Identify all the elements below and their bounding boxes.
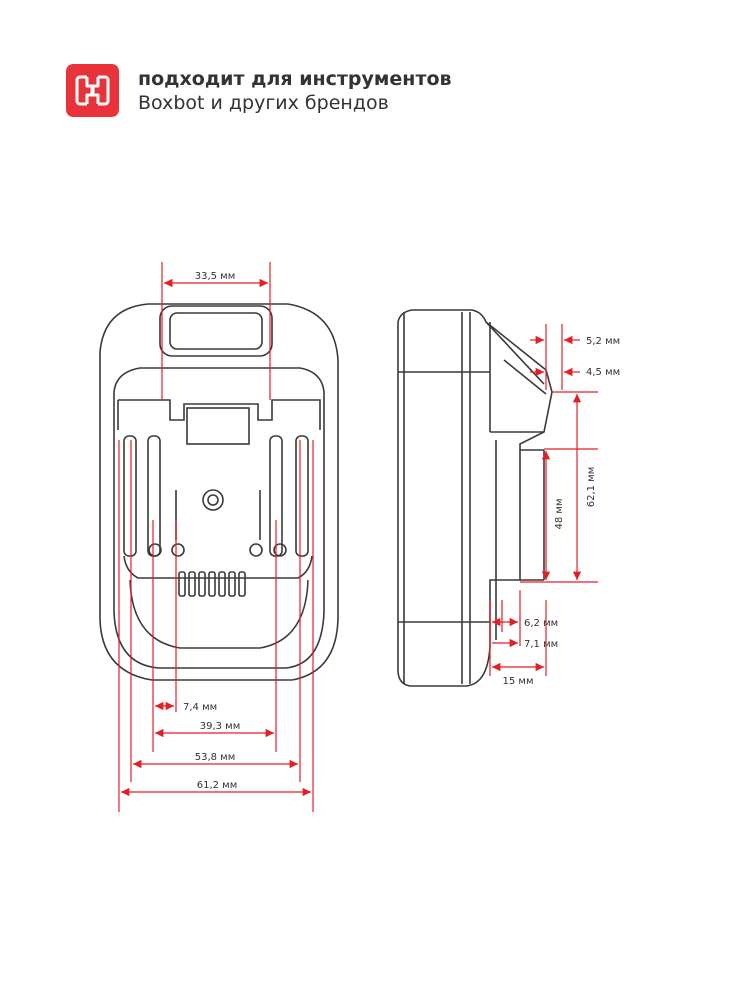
dim-7-4: 7,4 мм <box>183 702 217 713</box>
title-line-2: Boxbot и других брендов <box>138 92 389 114</box>
dim-39-3: 39,3 мм <box>200 721 241 732</box>
boxbot-logo-icon <box>66 64 119 117</box>
dim-4-5: 4,5 мм <box>586 367 620 378</box>
dimension-labels: 33,5 мм 7,4 мм 39,3 мм 53,8 мм 61,2 мм 5… <box>183 271 620 791</box>
dim-15: 15 мм <box>503 676 534 687</box>
dim-53-8: 53,8 мм <box>195 752 236 763</box>
front-dimension-lines <box>118 262 314 812</box>
dim-48: 48 мм <box>554 499 565 530</box>
dim-6-2: 6,2 мм <box>524 618 558 629</box>
front-view <box>99 303 339 681</box>
side-dimension-lines <box>489 324 598 676</box>
dim-33-5: 33,5 мм <box>195 271 236 282</box>
title-line-1: подходит для инструментов <box>138 68 452 90</box>
dim-5-2: 5,2 мм <box>586 336 620 347</box>
dim-61-2: 61,2 мм <box>197 780 238 791</box>
dim-62-1: 62,1 мм <box>586 467 597 508</box>
dim-7-1: 7,1 мм <box>524 639 558 650</box>
side-view <box>397 309 553 687</box>
